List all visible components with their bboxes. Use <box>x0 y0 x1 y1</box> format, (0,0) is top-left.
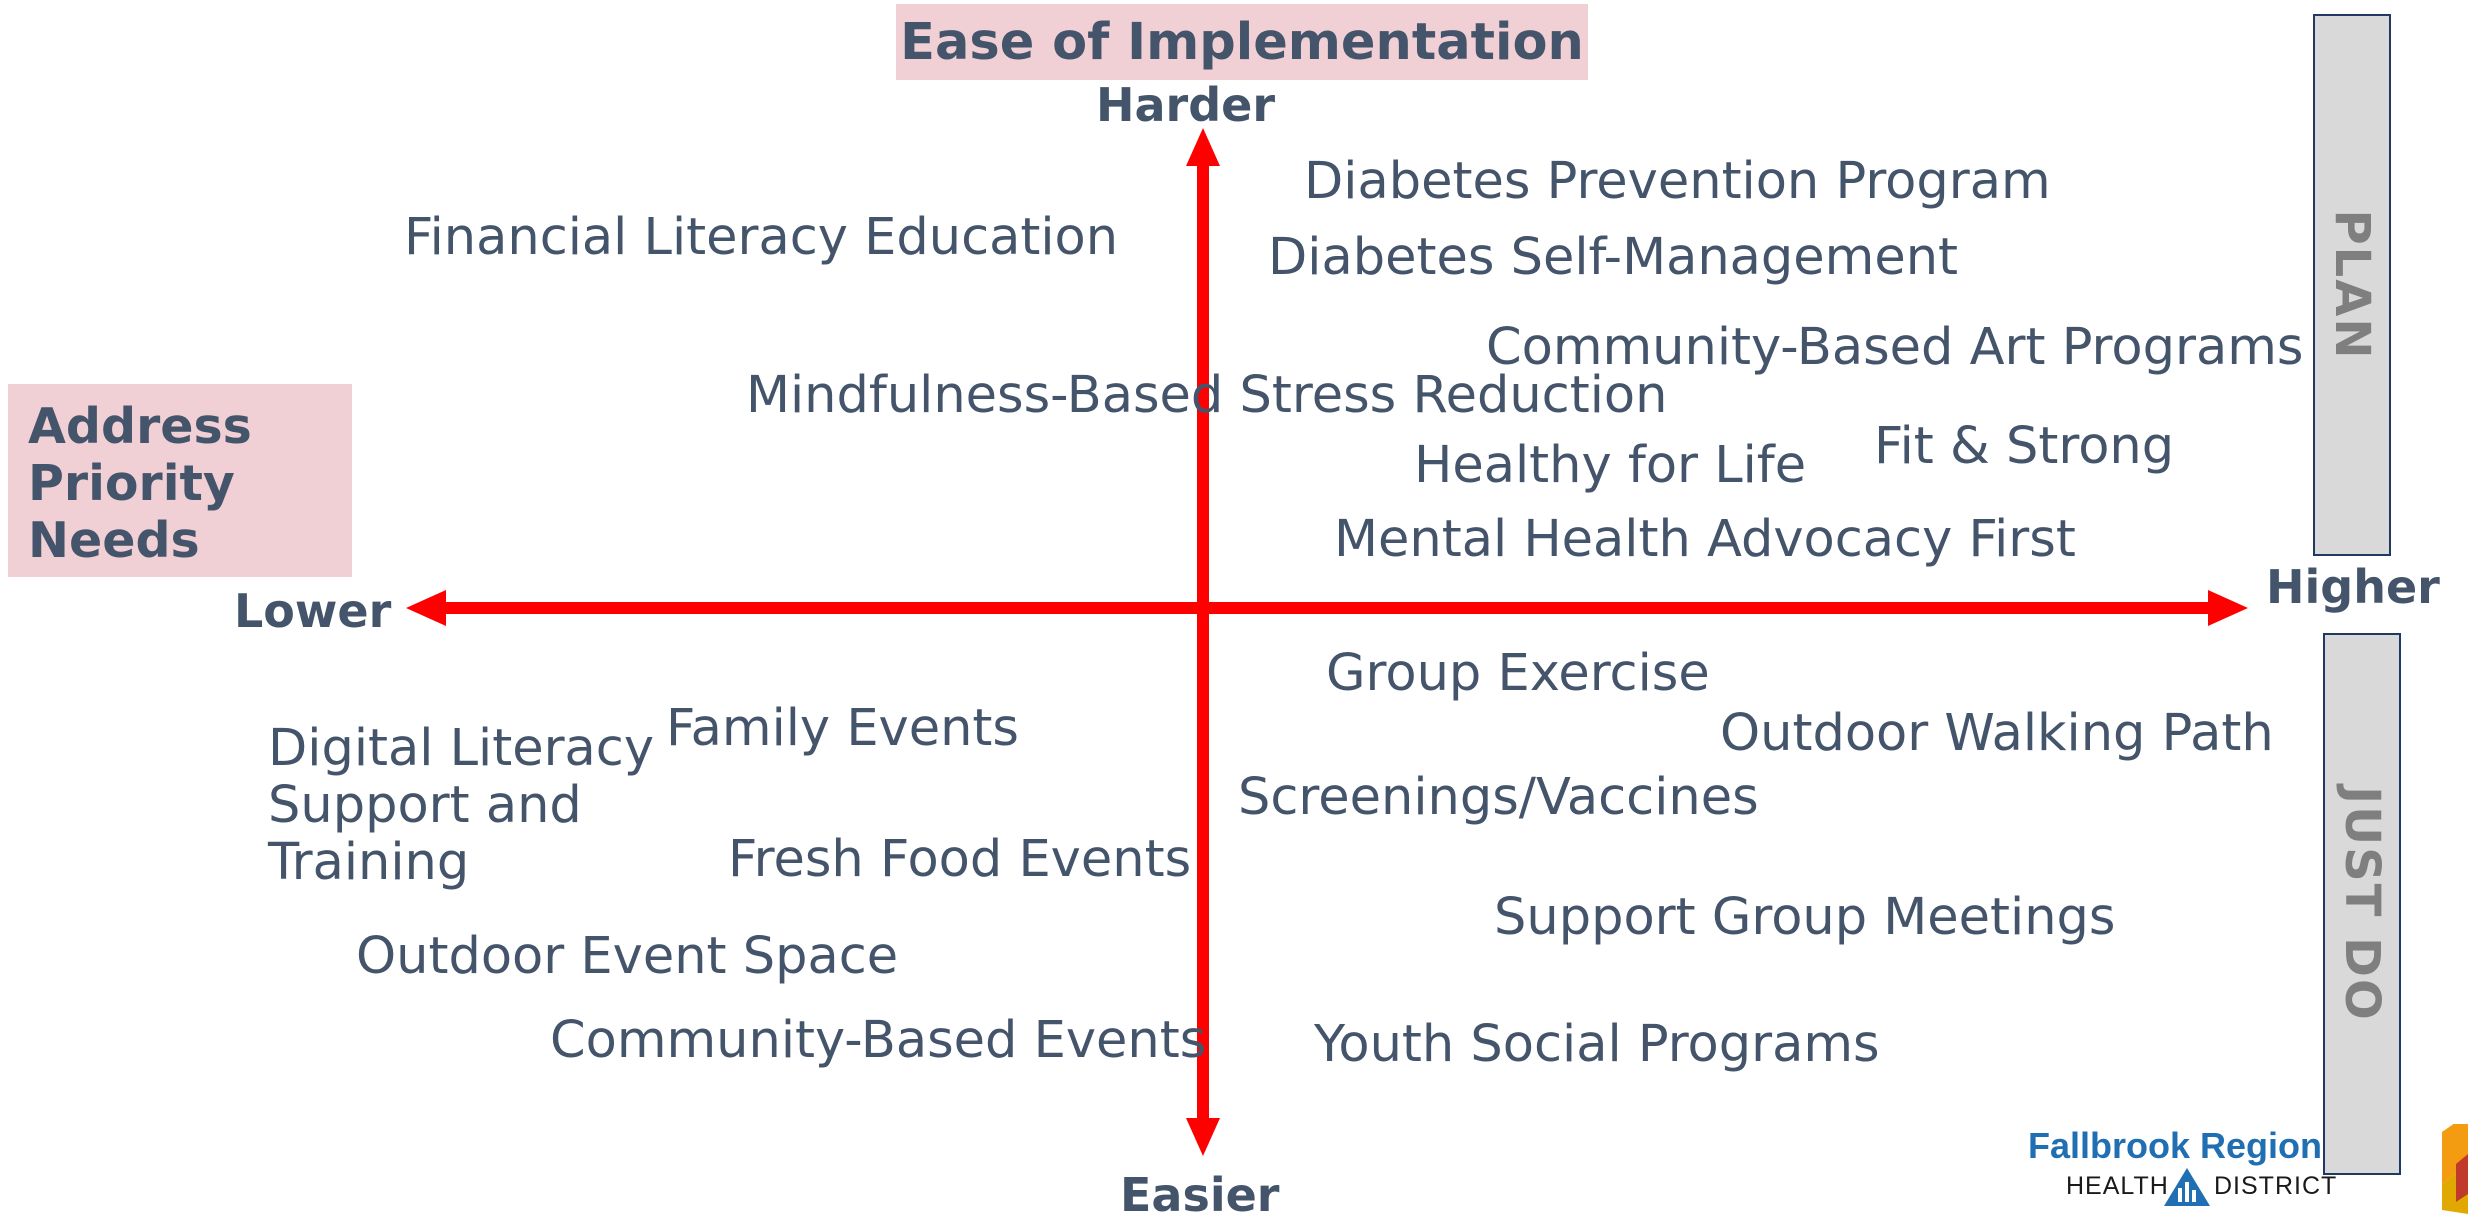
item-healthy-for-life: Healthy for Life <box>1414 436 1807 495</box>
just-do-band: JUST DO <box>2323 633 2401 1175</box>
logo-line-2-left: HEALTH <box>2066 1172 2169 1200</box>
item-digital-literacy-line-3: Training <box>268 833 470 892</box>
item-fit-strong: Fit & Strong <box>1874 417 2175 476</box>
logo-line-1: Fallbrook Region <box>2028 1125 2323 1166</box>
item-outdoor-walking: Outdoor Walking Path <box>1720 704 2274 763</box>
item-outdoor-event-space: Outdoor Event Space <box>356 927 899 986</box>
district-logo: Fallbrook Region HEALTH DISTRICT <box>2024 1124 2468 1214</box>
item-youth-social: Youth Social Programs <box>1314 1015 1880 1074</box>
plan-band: PLAN <box>2313 14 2391 556</box>
axis-label-bottom: Easier <box>1120 1168 1280 1222</box>
item-group-exercise: Group Exercise <box>1326 644 1710 703</box>
item-diabetes-prevention: Diabetes Prevention Program <box>1304 152 2051 211</box>
side-title-line-1: Address <box>28 398 252 455</box>
axis-label-left: Lower <box>234 584 392 638</box>
plan-band-label: PLAN <box>2324 209 2380 361</box>
vertical-axis-arrow-top <box>1186 128 1220 166</box>
item-digital-literacy-line-2: Support and <box>268 776 582 835</box>
axis-label-right: Higher <box>2266 560 2440 614</box>
item-community-art: Community-Based Art Programs <box>1486 318 2304 377</box>
horizontal-axis-arrow-left <box>406 590 446 626</box>
side-title: Address Priority Needs <box>8 384 352 577</box>
item-fresh-food: Fresh Food Events <box>728 830 1192 889</box>
vertical-axis-arrow-bottom <box>1186 1118 1220 1156</box>
item-support-group: Support Group Meetings <box>1494 888 2116 947</box>
item-digital-literacy: Digital Literacy Support and Training <box>268 720 654 891</box>
item-community-events: Community-Based Events <box>550 1011 1207 1070</box>
horizontal-axis-arrow-right <box>2208 590 2248 626</box>
chart-title: Ease of Implementation <box>896 4 1588 80</box>
axis-label-top: Harder <box>1096 78 1276 132</box>
logo-emblem-icon <box>2164 1168 2210 1206</box>
just-do-band-label: JUST DO <box>2334 786 2390 1022</box>
chart-title-text: Ease of Implementation <box>900 12 1584 72</box>
side-title-line-3: Needs <box>28 512 200 569</box>
item-mbsr: Mindfulness-Based Stress Reduction <box>746 366 1668 425</box>
side-title-line-2: Priority <box>28 455 235 512</box>
item-screenings: Screenings/Vaccines <box>1238 768 1759 827</box>
logo-mark-icon <box>2442 1124 2468 1214</box>
item-financial-literacy: Financial Literacy Education <box>404 208 1119 267</box>
item-mental-health: Mental Health Advocacy First <box>1334 510 2076 569</box>
item-family-events: Family Events <box>666 699 1019 758</box>
logo-line-2-right: DISTRICT <box>2214 1172 2338 1200</box>
item-diabetes-self-management: Diabetes Self-Management <box>1268 228 1959 287</box>
item-digital-literacy-line-1: Digital Literacy <box>268 719 655 778</box>
